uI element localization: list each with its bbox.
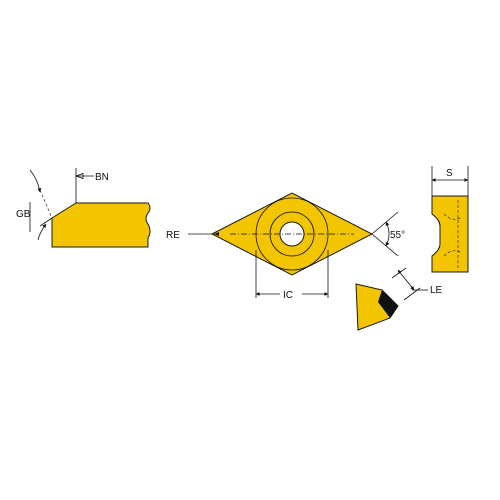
insert-top-view: RE 55° IC	[166, 192, 405, 301]
edge-prep-body	[51, 202, 151, 248]
re-label: RE	[166, 230, 180, 241]
edge-detail-view: LE	[355, 267, 443, 331]
s-label: S	[446, 168, 453, 179]
gb-label: GB	[16, 209, 31, 220]
edge-prep-view: BN GB	[16, 168, 151, 248]
ic-label: IC	[283, 290, 293, 301]
insert-side-view: S	[431, 166, 469, 273]
bn-label: BN	[95, 172, 109, 183]
le-label: LE	[430, 285, 443, 296]
side-view-body	[431, 195, 469, 273]
angle-label: 55°	[390, 230, 405, 241]
edge-land-black	[378, 290, 398, 318]
